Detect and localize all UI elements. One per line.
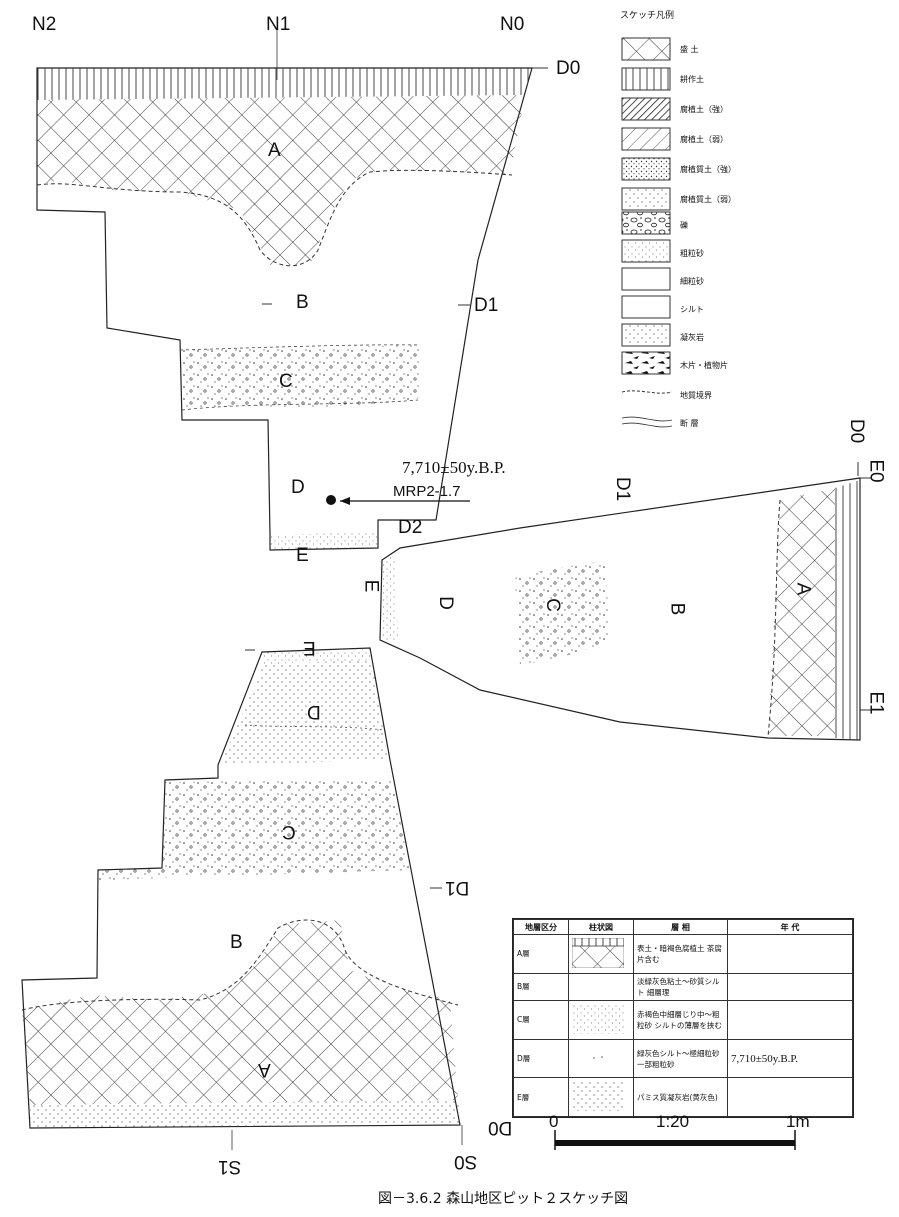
column-pattern-cell <box>568 1077 634 1117</box>
depth-d1-north: D1 <box>474 295 499 316</box>
age-cell <box>727 1000 853 1040</box>
legend-item-label: 凝灰岩 <box>680 333 704 342</box>
layer-cell: D層 <box>513 1038 569 1079</box>
layer-cell: B層 <box>513 972 569 1002</box>
legend-item-label: 礫 <box>680 221 688 230</box>
column-pattern-cell <box>568 934 634 974</box>
scale-ratio: 1:20 <box>656 1112 690 1131</box>
legend-item-label: シルト <box>680 305 704 314</box>
radiocarbon-date: 7,710±50y.B.P. <box>402 458 506 477</box>
facies-cell: 赤褐色中細層じり中～粗粒砂 シルトの薄層を挟む <box>633 1000 728 1040</box>
east-layer-c: C <box>541 598 563 612</box>
legend-item-label: 木片・植物片 <box>680 361 728 370</box>
layer-cell: A層 <box>513 934 569 974</box>
facies-cell: 表土・暗褐色腐植土 茶腐片含む <box>633 934 728 974</box>
facies-cell: 淡緑灰色粘土～砂質シルト 細層理 <box>633 972 728 1002</box>
layer-cell: C層 <box>513 1000 569 1040</box>
south-layer-c: C <box>282 821 296 842</box>
column-header: 柱状図 <box>568 919 634 935</box>
depth-d0-east: D0 <box>846 418 868 444</box>
legend-item-label: 腐植土（強） <box>680 105 728 114</box>
east-layer-d: D <box>434 596 456 610</box>
sample-code: MRP2-1.7 <box>393 483 461 500</box>
depth-e1: E1 <box>865 691 887 715</box>
depth-e0: E0 <box>865 459 887 483</box>
table-row: A層 表土・暗褐色腐植土 茶腐片含む <box>513 934 853 974</box>
column-header: 地層区分 <box>513 919 569 935</box>
north-layer-c: C <box>279 371 293 392</box>
scale-start: 0 <box>549 1112 559 1131</box>
north-layer-e: E <box>296 545 309 566</box>
facies-cell: 緑灰色シルト～極細粒砂 一部粗粒砂 <box>633 1038 728 1079</box>
facies-cell: パミス質凝灰岩(黄灰色) <box>633 1077 728 1117</box>
north-layer-b: B <box>296 292 309 313</box>
north-layer-d: D <box>291 477 305 498</box>
age-cell <box>727 1077 853 1117</box>
age-cell <box>727 972 853 1002</box>
legend-item-label: 腐植質土（弱） <box>680 195 736 204</box>
east-layer-a: A <box>792 582 814 596</box>
north-layer-a: A <box>268 140 281 161</box>
legend-item-label: 腐植土（弱） <box>680 135 728 144</box>
sketch-legend: スケッチ凡例 盛 土 耕作土 腐植土（強） 腐植土（弱） 腐植質土（強） 腐植質… <box>602 4 832 434</box>
label-s1: S1 <box>218 1156 242 1177</box>
table-row: C層 赤褐色中細層じり中～粗粒砂 シルトの薄層を挟む <box>513 1000 853 1040</box>
depth-d1-east: D1 <box>612 476 634 502</box>
north-wall <box>36 30 548 551</box>
label-s0: S0 <box>454 1151 478 1172</box>
legend-item-label: 腐植質土（強） <box>680 165 736 174</box>
east-layer-b: B <box>666 602 688 616</box>
table-row: D層 緑灰色シルト～極細粒砂 一部粗粒砂 7,710±50y.B.P. <box>513 1038 853 1079</box>
radiocarbon-sample-marker <box>326 495 470 505</box>
south-layer-a: A <box>258 1059 271 1080</box>
scale-bar <box>554 1130 796 1150</box>
column-header: 年 代 <box>727 919 853 935</box>
depth-d2: D2 <box>398 517 423 538</box>
south-layer-d: D <box>307 701 321 722</box>
legend-item-label: 盛 土 <box>680 45 699 54</box>
south-layer-e: E <box>303 637 316 658</box>
age-cell: 7,710±50y.B.P. <box>727 1038 853 1079</box>
south-layer-b: B <box>230 932 243 953</box>
table-row: E層 パミス質凝灰岩(黄灰色) <box>513 1077 853 1117</box>
column-pattern-cell <box>568 1000 634 1040</box>
east-wall <box>379 462 872 741</box>
scale-end: 1m <box>786 1112 810 1131</box>
column-pattern-cell <box>568 972 634 1002</box>
table-header-row: 地層区分 柱状図 層 相 年 代 <box>513 919 853 935</box>
column-header: 層 相 <box>633 919 728 935</box>
figure-caption: 図－3.6.2 森山地区ピット２スケッチ図 <box>378 1191 629 1207</box>
legend-item-label: 耕作土 <box>680 75 704 84</box>
legend-item-label: 地質境界 <box>680 391 712 400</box>
east-layer-e: E <box>360 579 382 593</box>
depth-d0-south: D0 <box>488 1117 513 1138</box>
south-wall <box>21 647 463 1150</box>
table-row: B層 淡緑灰色粘土～砂質シルト 細層理 <box>513 972 853 1002</box>
label-n1: N1 <box>266 14 291 35</box>
layer-cell: E層 <box>513 1077 569 1117</box>
column-pattern-cell <box>568 1038 634 1079</box>
stratigraphy-table: 地層区分 柱状図 層 相 年 代 A層 表土・暗褐色腐植土 茶腐片含む B層 淡… <box>512 918 854 1118</box>
age-cell <box>727 934 853 974</box>
depth-d1-south: D1 <box>445 877 470 898</box>
legend-item-label: 断 層 <box>680 419 699 428</box>
legend-title: スケッチ凡例 <box>620 11 675 21</box>
label-n0: N0 <box>500 14 525 35</box>
legend-swatches <box>621 37 673 428</box>
label-n2: N2 <box>32 14 57 35</box>
label-d0-top: D0 <box>556 58 581 79</box>
legend-item-label: 細粒砂 <box>680 277 704 286</box>
legend-item-label: 粗粒砂 <box>680 249 704 258</box>
